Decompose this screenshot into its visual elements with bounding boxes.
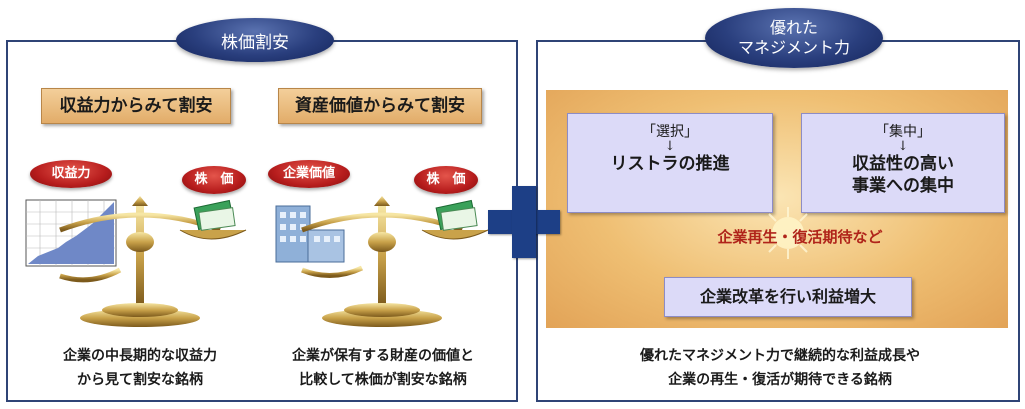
- office-building-icon: [275, 205, 345, 263]
- sunburst-icon: [762, 207, 814, 259]
- management-title-badge: 優れた マネジメント力: [705, 8, 883, 68]
- selection-box: 「選択」 ↓ リストラの推進: [567, 113, 773, 213]
- down-arrow-icon: ↓: [664, 139, 676, 154]
- stock-price-tag-2: 株 価: [414, 166, 478, 194]
- focus-body-line-1: 収益性の高い: [852, 154, 954, 174]
- selection-heading: 「選択」: [642, 124, 698, 140]
- assets-caption-line-1: 企業が保有する財産の価値と: [292, 348, 474, 364]
- corporate-value-tag: 企業価値: [268, 160, 350, 188]
- management-caption-line-1: 優れたマネジメント力で継続的な利益成長や: [640, 348, 920, 364]
- reform-box: 企業改革を行い利益増大: [664, 277, 912, 317]
- balance-scale-assets: [275, 196, 489, 327]
- selection-body: リストラの推進: [610, 154, 730, 174]
- management-title-line-1: 優れた: [769, 18, 818, 37]
- focus-box: 「集中」 ↓ 収益性の高い 事業への集中: [801, 113, 1005, 213]
- stock-price-tag-1: 株 価: [182, 166, 246, 194]
- balance-scale-earnings: [25, 196, 247, 327]
- revival-expectation-text: 企業再生・復活期待など: [717, 228, 883, 246]
- growth-chart-icon: [25, 199, 117, 267]
- undervalued-title-badge: 株価割安: [176, 18, 334, 62]
- earnings-caption-line-1: 企業の中長期的な収益力: [63, 348, 217, 364]
- assets-caption-line-2: 比較して株価が割安な銘柄: [299, 372, 467, 388]
- banknotes-icon: [435, 199, 478, 231]
- banknotes-icon: [193, 199, 236, 231]
- focus-heading: 「集中」: [875, 124, 931, 140]
- earnings-undervalued-label: 収益力からみて割安: [41, 88, 231, 124]
- management-caption: 優れたマネジメント力で継続的な利益成長や 企業の再生・復活が期待できる銘柄: [560, 344, 1000, 392]
- assets-undervalued-label: 資産価値からみて割安: [278, 88, 482, 124]
- plus-icon: [488, 186, 560, 258]
- down-arrow-icon: ↓: [897, 139, 909, 154]
- focus-body-line-2: 事業への集中: [852, 176, 954, 196]
- earnings-caption: 企業の中長期的な収益力 から見て割安な銘柄: [30, 344, 250, 392]
- management-title-line-2: マネジメント力: [737, 38, 850, 57]
- earnings-power-tag: 収益力: [30, 160, 112, 188]
- earnings-caption-line-2: から見て割安な銘柄: [77, 372, 203, 388]
- management-caption-line-2: 企業の再生・復活が期待できる銘柄: [668, 372, 892, 388]
- assets-caption: 企業が保有する財産の価値と 比較して株価が割安な銘柄: [268, 344, 498, 392]
- undervalued-title: 株価割安: [221, 32, 289, 53]
